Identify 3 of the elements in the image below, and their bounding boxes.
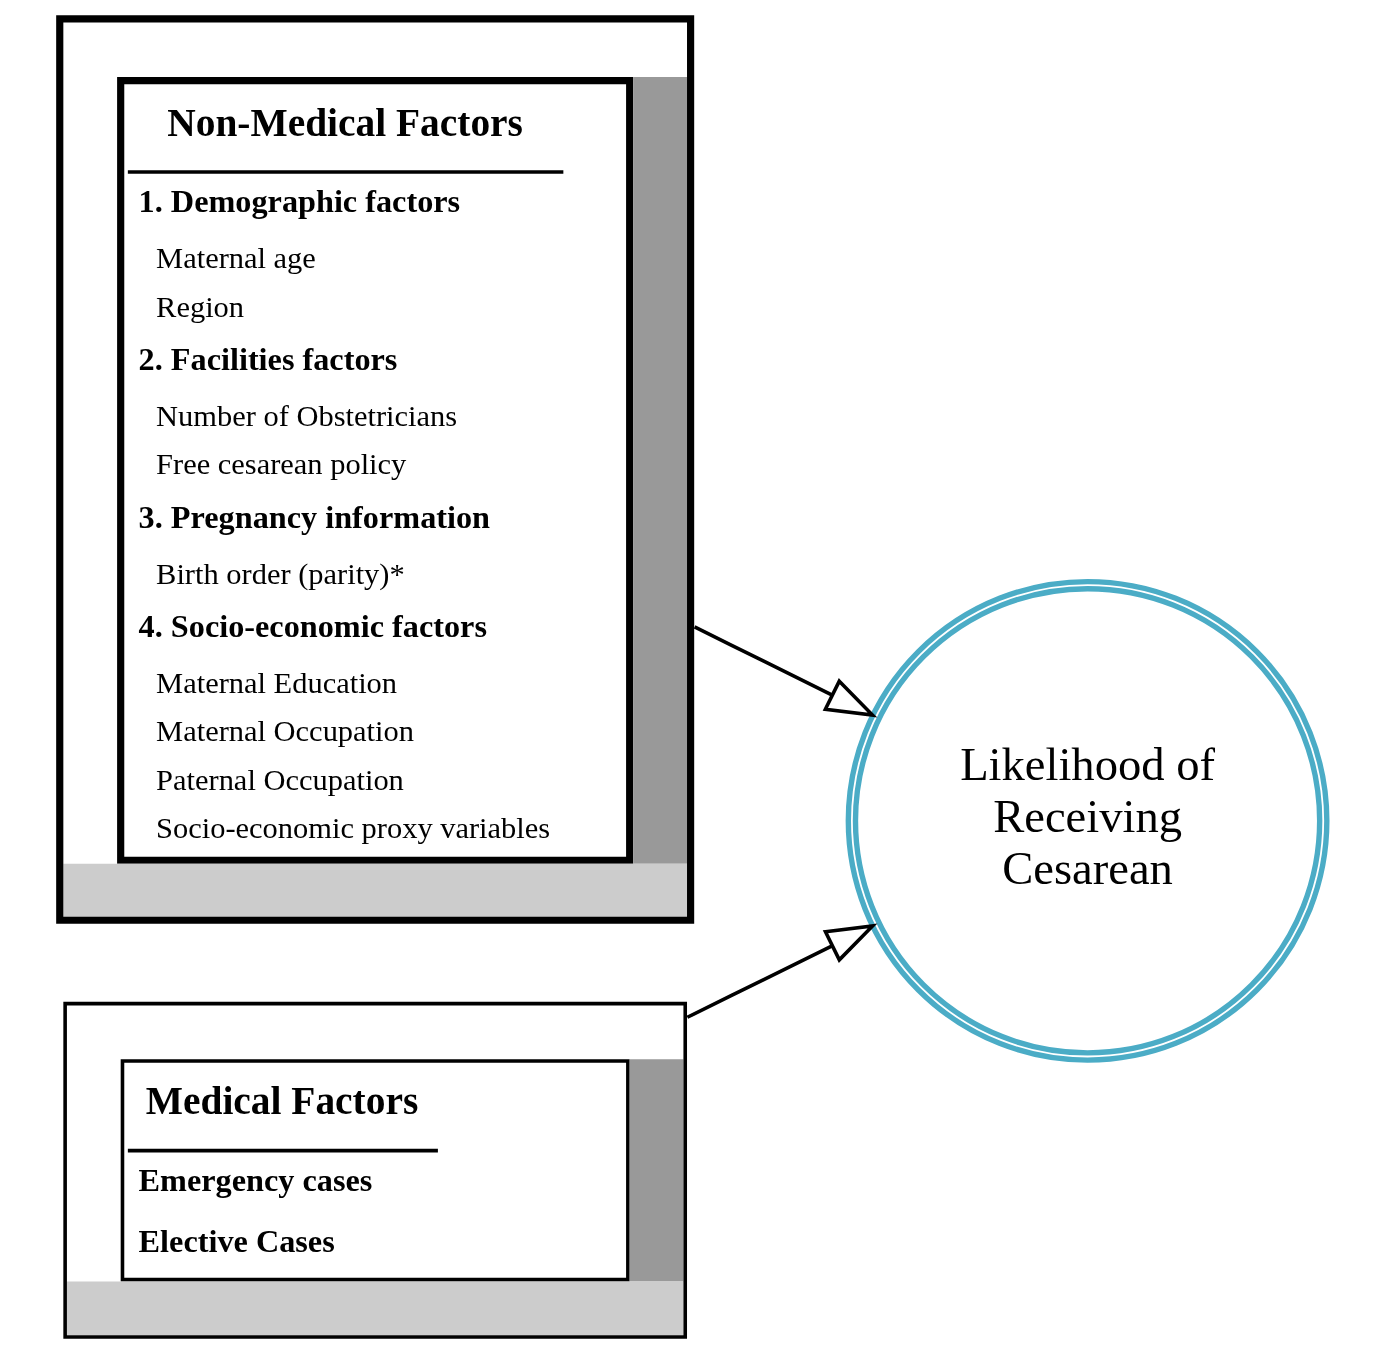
arrow xyxy=(686,923,877,1019)
arrow xyxy=(693,625,877,718)
node-circle: Likelihood of Receiving Cesarean xyxy=(845,578,1329,1063)
